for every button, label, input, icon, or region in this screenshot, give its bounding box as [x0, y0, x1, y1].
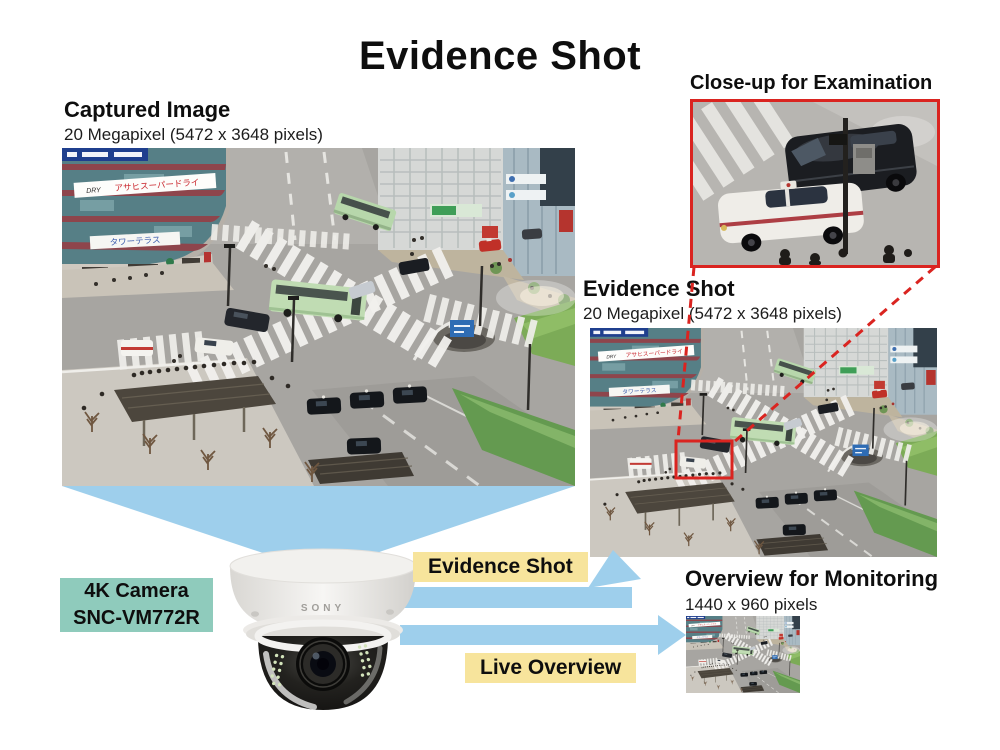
- camera-label-line1: 4K Camera: [84, 580, 189, 602]
- evidence-flow-label: Evidence Shot: [413, 552, 588, 582]
- camera-label-line2: SNC-VM772R: [73, 607, 200, 629]
- captured-image-heading: Captured Image: [64, 97, 231, 122]
- captured-image: [62, 148, 575, 486]
- page-title: Evidence Shot: [358, 34, 642, 78]
- camera-brand-text: SONY: [301, 603, 345, 614]
- closeup-heading: Close-up for Examination: [690, 72, 933, 94]
- live-flow-arrow: [400, 615, 686, 655]
- camera-ir-leds: [270, 644, 372, 687]
- overview-subheading: 1440 x 960 pixels: [685, 595, 818, 614]
- evidence-image: [590, 328, 937, 557]
- live-flow-label: Live Overview: [465, 653, 637, 683]
- evidence-heading: Evidence Shot: [583, 276, 735, 301]
- overview-thumbnail: [686, 616, 800, 693]
- camera-model-label: 4K Camera SNC-VM772R: [60, 578, 213, 632]
- overview-heading: Overview for Monitoring: [685, 566, 939, 591]
- captured-image-subheading: 20 Megapixel (5472 x 3648 pixels): [64, 125, 323, 144]
- camera-lens: [296, 637, 350, 691]
- camera-illustration: SONY: [229, 548, 417, 710]
- closeup-image: [690, 99, 940, 268]
- evidence-subheading: 20 Megapixel (5472 x 3648 pixels): [583, 304, 842, 323]
